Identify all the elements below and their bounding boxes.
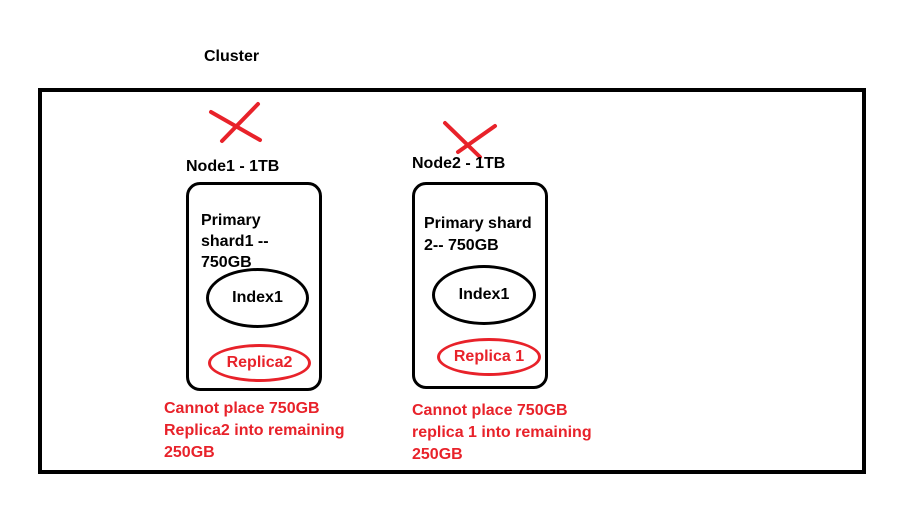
- node2-primary-shard: Primary shard 2-- 750GB: [424, 213, 532, 257]
- node1-primary-line: Primary: [201, 212, 261, 229]
- node1-error-line: Replica2 into remaining: [164, 422, 345, 439]
- node1-index-ellipse: Index1: [206, 268, 309, 328]
- node1-error-line: 250GB: [164, 444, 215, 461]
- node2-primary-line: 2-- 750GB: [424, 237, 499, 254]
- node1-replica-ellipse: Replica2: [208, 344, 311, 382]
- node2-label: Node2 - 1TB: [412, 155, 506, 172]
- node2-error-line: Cannot place 750GB: [412, 402, 568, 419]
- cluster-title: Cluster: [204, 48, 260, 65]
- node1-primary-line: shard1 --: [201, 233, 269, 250]
- node2-error-line: 250GB: [412, 446, 463, 463]
- cluster-box: [38, 88, 866, 474]
- node2-index-ellipse: Index1: [432, 265, 536, 325]
- node1-primary-shard: Primary shard1 -- 750GB: [201, 210, 269, 273]
- node1-error-message: Cannot place 750GB Replica2 into remaini…: [164, 398, 344, 464]
- node2-replica-label: Replica 1: [453, 348, 525, 365]
- node2-box: [412, 182, 548, 389]
- red-x-icon: [443, 121, 497, 159]
- node1-primary-line: 750GB: [201, 254, 252, 271]
- node1-replica-label: Replica2: [226, 354, 293, 371]
- node1-label: Node1 - 1TB: [186, 158, 280, 175]
- red-x-icon: [209, 102, 262, 143]
- node2-primary-line: Primary shard: [424, 215, 532, 232]
- node2-index-label: Index1: [458, 286, 510, 303]
- node2-replica-ellipse: Replica 1: [437, 338, 541, 376]
- node1-error-line: Cannot place 750GB: [164, 400, 320, 417]
- node2-error-line: replica 1 into remaining: [412, 424, 592, 441]
- node1-box: [186, 182, 322, 391]
- node1-index-label: Index1: [232, 289, 283, 306]
- node2-error-message: Cannot place 750GB replica 1 into remain…: [412, 400, 592, 466]
